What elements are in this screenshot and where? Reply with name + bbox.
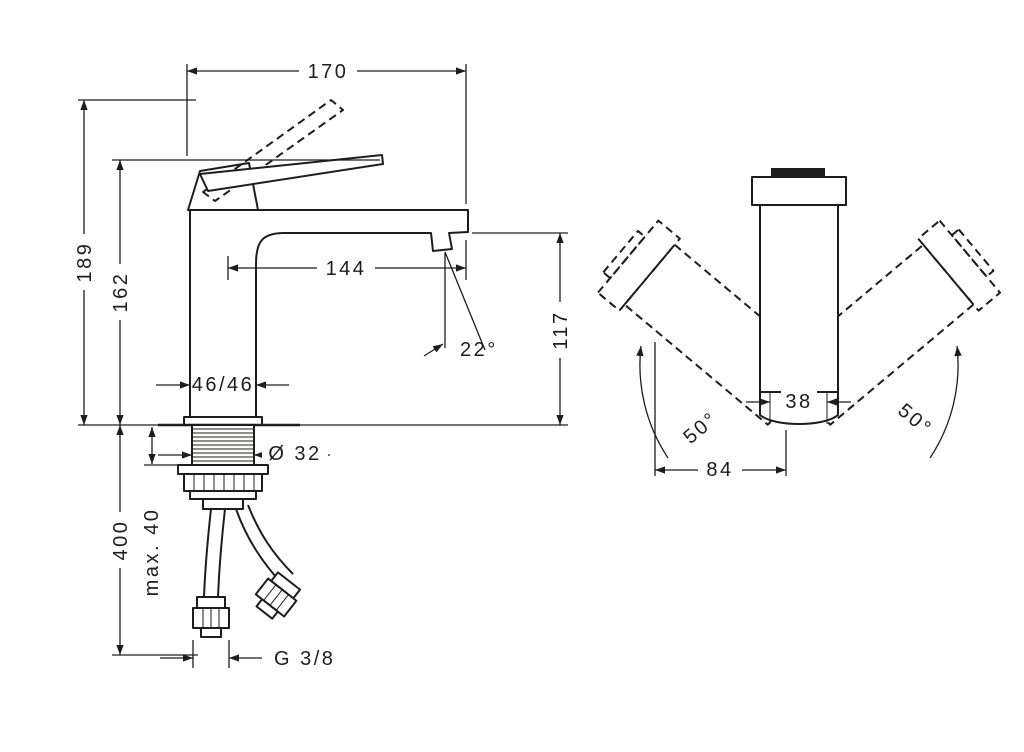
dim-height-body-label: 162 xyxy=(110,272,132,313)
handle-body-solid xyxy=(751,168,847,425)
dim-width-label: 170 xyxy=(308,61,349,83)
hose-left xyxy=(203,508,226,598)
hose-right xyxy=(235,504,294,586)
side-view: 170 189 162 400 xyxy=(73,59,572,670)
dim-hose-400: 400 xyxy=(109,425,198,656)
dim-height-total-label: 189 xyxy=(74,242,96,283)
dim-spray-angle-label: 22° xyxy=(460,339,498,361)
dim-connection-g38: G 3/8 xyxy=(160,640,335,670)
dim-hose-length-label: 400 xyxy=(110,520,132,561)
dim-handle-width-label: 38 xyxy=(785,391,812,413)
nut-serrations xyxy=(193,474,255,491)
dim-spout-height-label: 117 xyxy=(550,310,572,349)
mounting-nut xyxy=(183,473,263,492)
dim-handle-reach-label: 84 xyxy=(706,459,733,481)
lever-raised-dashed xyxy=(202,99,344,202)
dim-spout-reach-144: 144 xyxy=(227,240,467,280)
hose-left-fitting xyxy=(192,596,230,638)
dim-swivel-left-label: 50° xyxy=(679,407,722,448)
lower-collar xyxy=(189,490,257,500)
dim-height-189: 189 xyxy=(73,99,196,426)
lever-solid xyxy=(199,154,384,192)
lower-shaft xyxy=(202,498,244,510)
dim-swivel-right-label: 50° xyxy=(893,399,936,440)
dim-hole-diameter-label: Ø 32 xyxy=(268,443,321,465)
dim-height-162: 162 xyxy=(109,159,380,425)
handle-tip-bar xyxy=(771,168,825,177)
dim-hole-diameter-32: Ø 32 xyxy=(158,443,330,465)
thread-lines xyxy=(192,428,254,462)
dim-handle-width-38: 38 xyxy=(746,391,851,413)
hose-right-fitting xyxy=(254,571,302,620)
neck-lines xyxy=(769,392,828,424)
handle-cap xyxy=(751,176,847,206)
dim-max-mounting-label: max. 40 xyxy=(141,508,163,597)
dim-swivel-left-50: 50° xyxy=(636,345,723,459)
handle-shaft xyxy=(759,204,839,393)
dim-width-170: 170 xyxy=(186,59,467,204)
dim-max-mounting-40: max. 40 xyxy=(141,427,178,600)
dim-spout-reach-label: 144 xyxy=(326,258,367,280)
dim-spout-height-117: 117 xyxy=(300,232,572,426)
washer xyxy=(177,464,269,475)
dim-handle-reach-84: 84 xyxy=(654,342,787,481)
top-view: 38 84 50° 50° xyxy=(596,168,1002,481)
dim-spray-angle-22: 22° xyxy=(423,251,498,361)
dim-connection-label: G 3/8 xyxy=(274,648,335,670)
dim-body-section-4646: 46/46 xyxy=(156,374,289,396)
faucet-body-outline xyxy=(189,209,469,426)
dim-body-section-label: 46/46 xyxy=(192,374,255,396)
